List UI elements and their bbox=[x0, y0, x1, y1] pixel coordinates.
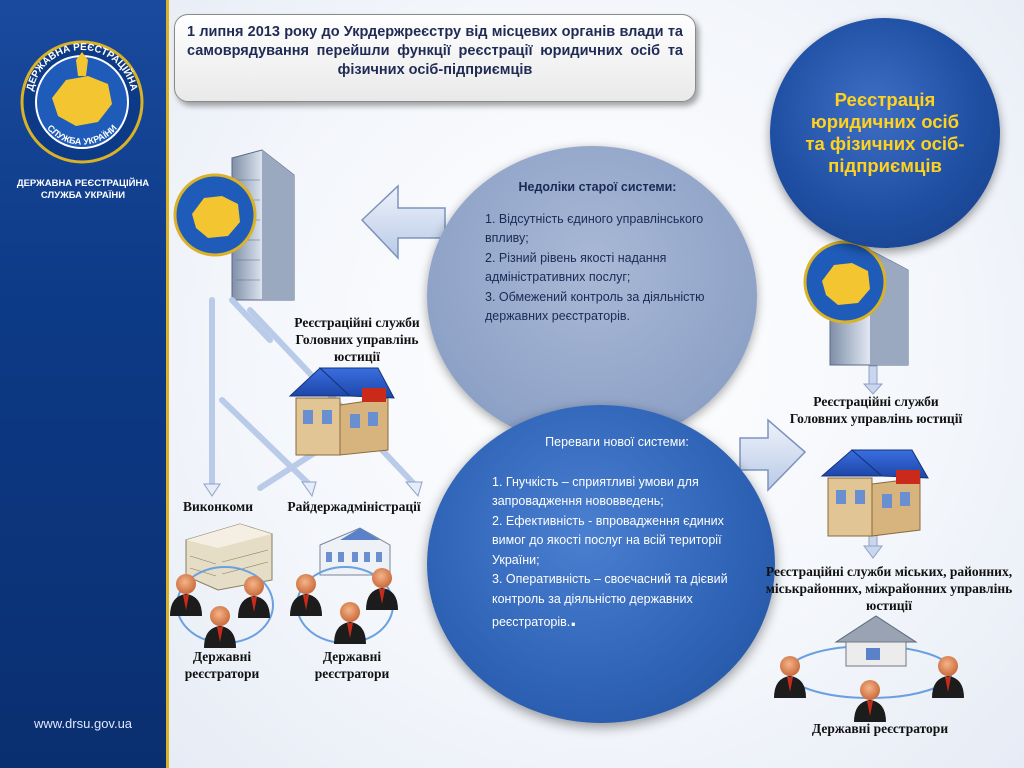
right-reg-services-label: Реєстраційні служби Головних управлінь ю… bbox=[789, 394, 963, 426]
left-service-house bbox=[288, 367, 395, 456]
arrow-left-big bbox=[360, 184, 446, 260]
old-system-heading: Недоліки старої системи: bbox=[518, 180, 677, 194]
executive-committees-label: Виконкоми bbox=[183, 499, 253, 514]
title-circle: Реєстрація юридичних осіб та фізичних ос… bbox=[770, 18, 1000, 248]
new-system-heading: Переваги нової системи: bbox=[545, 435, 689, 449]
new-system-circle bbox=[427, 405, 775, 723]
person-icon bbox=[366, 568, 398, 610]
right-grey-house bbox=[834, 615, 918, 667]
sidebar: ДЕРЖАВНА РЕЄСТРАЦІЙНА СЛУЖБА УКРАЇНИ ДЕР… bbox=[0, 0, 169, 768]
new-system-item: 3. Оперативність – своєчасний та дієвий … bbox=[492, 572, 728, 629]
old-system-circle bbox=[427, 146, 757, 446]
right-ministry-building bbox=[803, 240, 909, 366]
person-icon bbox=[290, 574, 322, 616]
intro-banner: 1 липня 2013 року до Укрдержреєстру від … bbox=[174, 14, 696, 102]
old-system-text: Недоліки старої системи: 1. Відсутність … bbox=[485, 178, 710, 327]
new-system-text: Переваги нової системи: 1. Гнучкість – с… bbox=[492, 433, 742, 633]
old-system-item: 3. Обмежений контроль за діяльністю держ… bbox=[485, 289, 705, 324]
registrar-people-icons bbox=[170, 568, 964, 722]
arrow-right-big bbox=[739, 418, 807, 492]
left-ministry-building bbox=[173, 149, 295, 301]
new-system-item: 1. Гнучкість – сприятливі умови для запр… bbox=[492, 474, 699, 509]
person-icon bbox=[170, 574, 202, 616]
registrars-left-label: Державні реєстратори bbox=[184, 649, 260, 681]
emblem-icon: ДЕРЖАВНА РЕЄСТРАЦІЙНА СЛУЖБА УКРАЇНИ bbox=[20, 40, 144, 164]
left-reg-services-label: Реєстраційні служби Головних управлінь ю… bbox=[294, 315, 420, 364]
district-admins-label: Райдержадміністрації bbox=[287, 499, 421, 514]
old-system-item: 2. Різний рівень якості надання адмініст… bbox=[485, 250, 667, 285]
new-system-item: 2. Ефективність - впровадження єдиних ви… bbox=[492, 513, 724, 567]
registrars-bottom-label: Державні реєстратори bbox=[811, 721, 949, 736]
old-system-item: 1. Відсутність єдиного управлінського вп… bbox=[485, 211, 704, 246]
final-period: . bbox=[570, 606, 577, 631]
website-link[interactable]: www.drsu.gov.ua bbox=[34, 716, 133, 731]
city-services-label: Реєстраційні служби міських, районних, м… bbox=[765, 564, 1013, 613]
person-icon bbox=[854, 680, 886, 722]
person-icon bbox=[204, 606, 236, 648]
person-icon bbox=[334, 602, 366, 644]
left-admin-building bbox=[319, 527, 391, 576]
page-title: Реєстрація юридичних осіб та фізичних ос… bbox=[805, 89, 965, 176]
person-icon bbox=[774, 656, 806, 698]
right-service-house bbox=[820, 449, 929, 537]
person-icon bbox=[238, 576, 270, 618]
registrars-right-label: Державні реєстратори bbox=[314, 649, 390, 681]
brand-text: ДЕРЖАВНА РЕЄСТРАЦІЙНА СЛУЖБА УКРАЇНИ bbox=[16, 178, 150, 201]
person-icon bbox=[932, 656, 964, 698]
